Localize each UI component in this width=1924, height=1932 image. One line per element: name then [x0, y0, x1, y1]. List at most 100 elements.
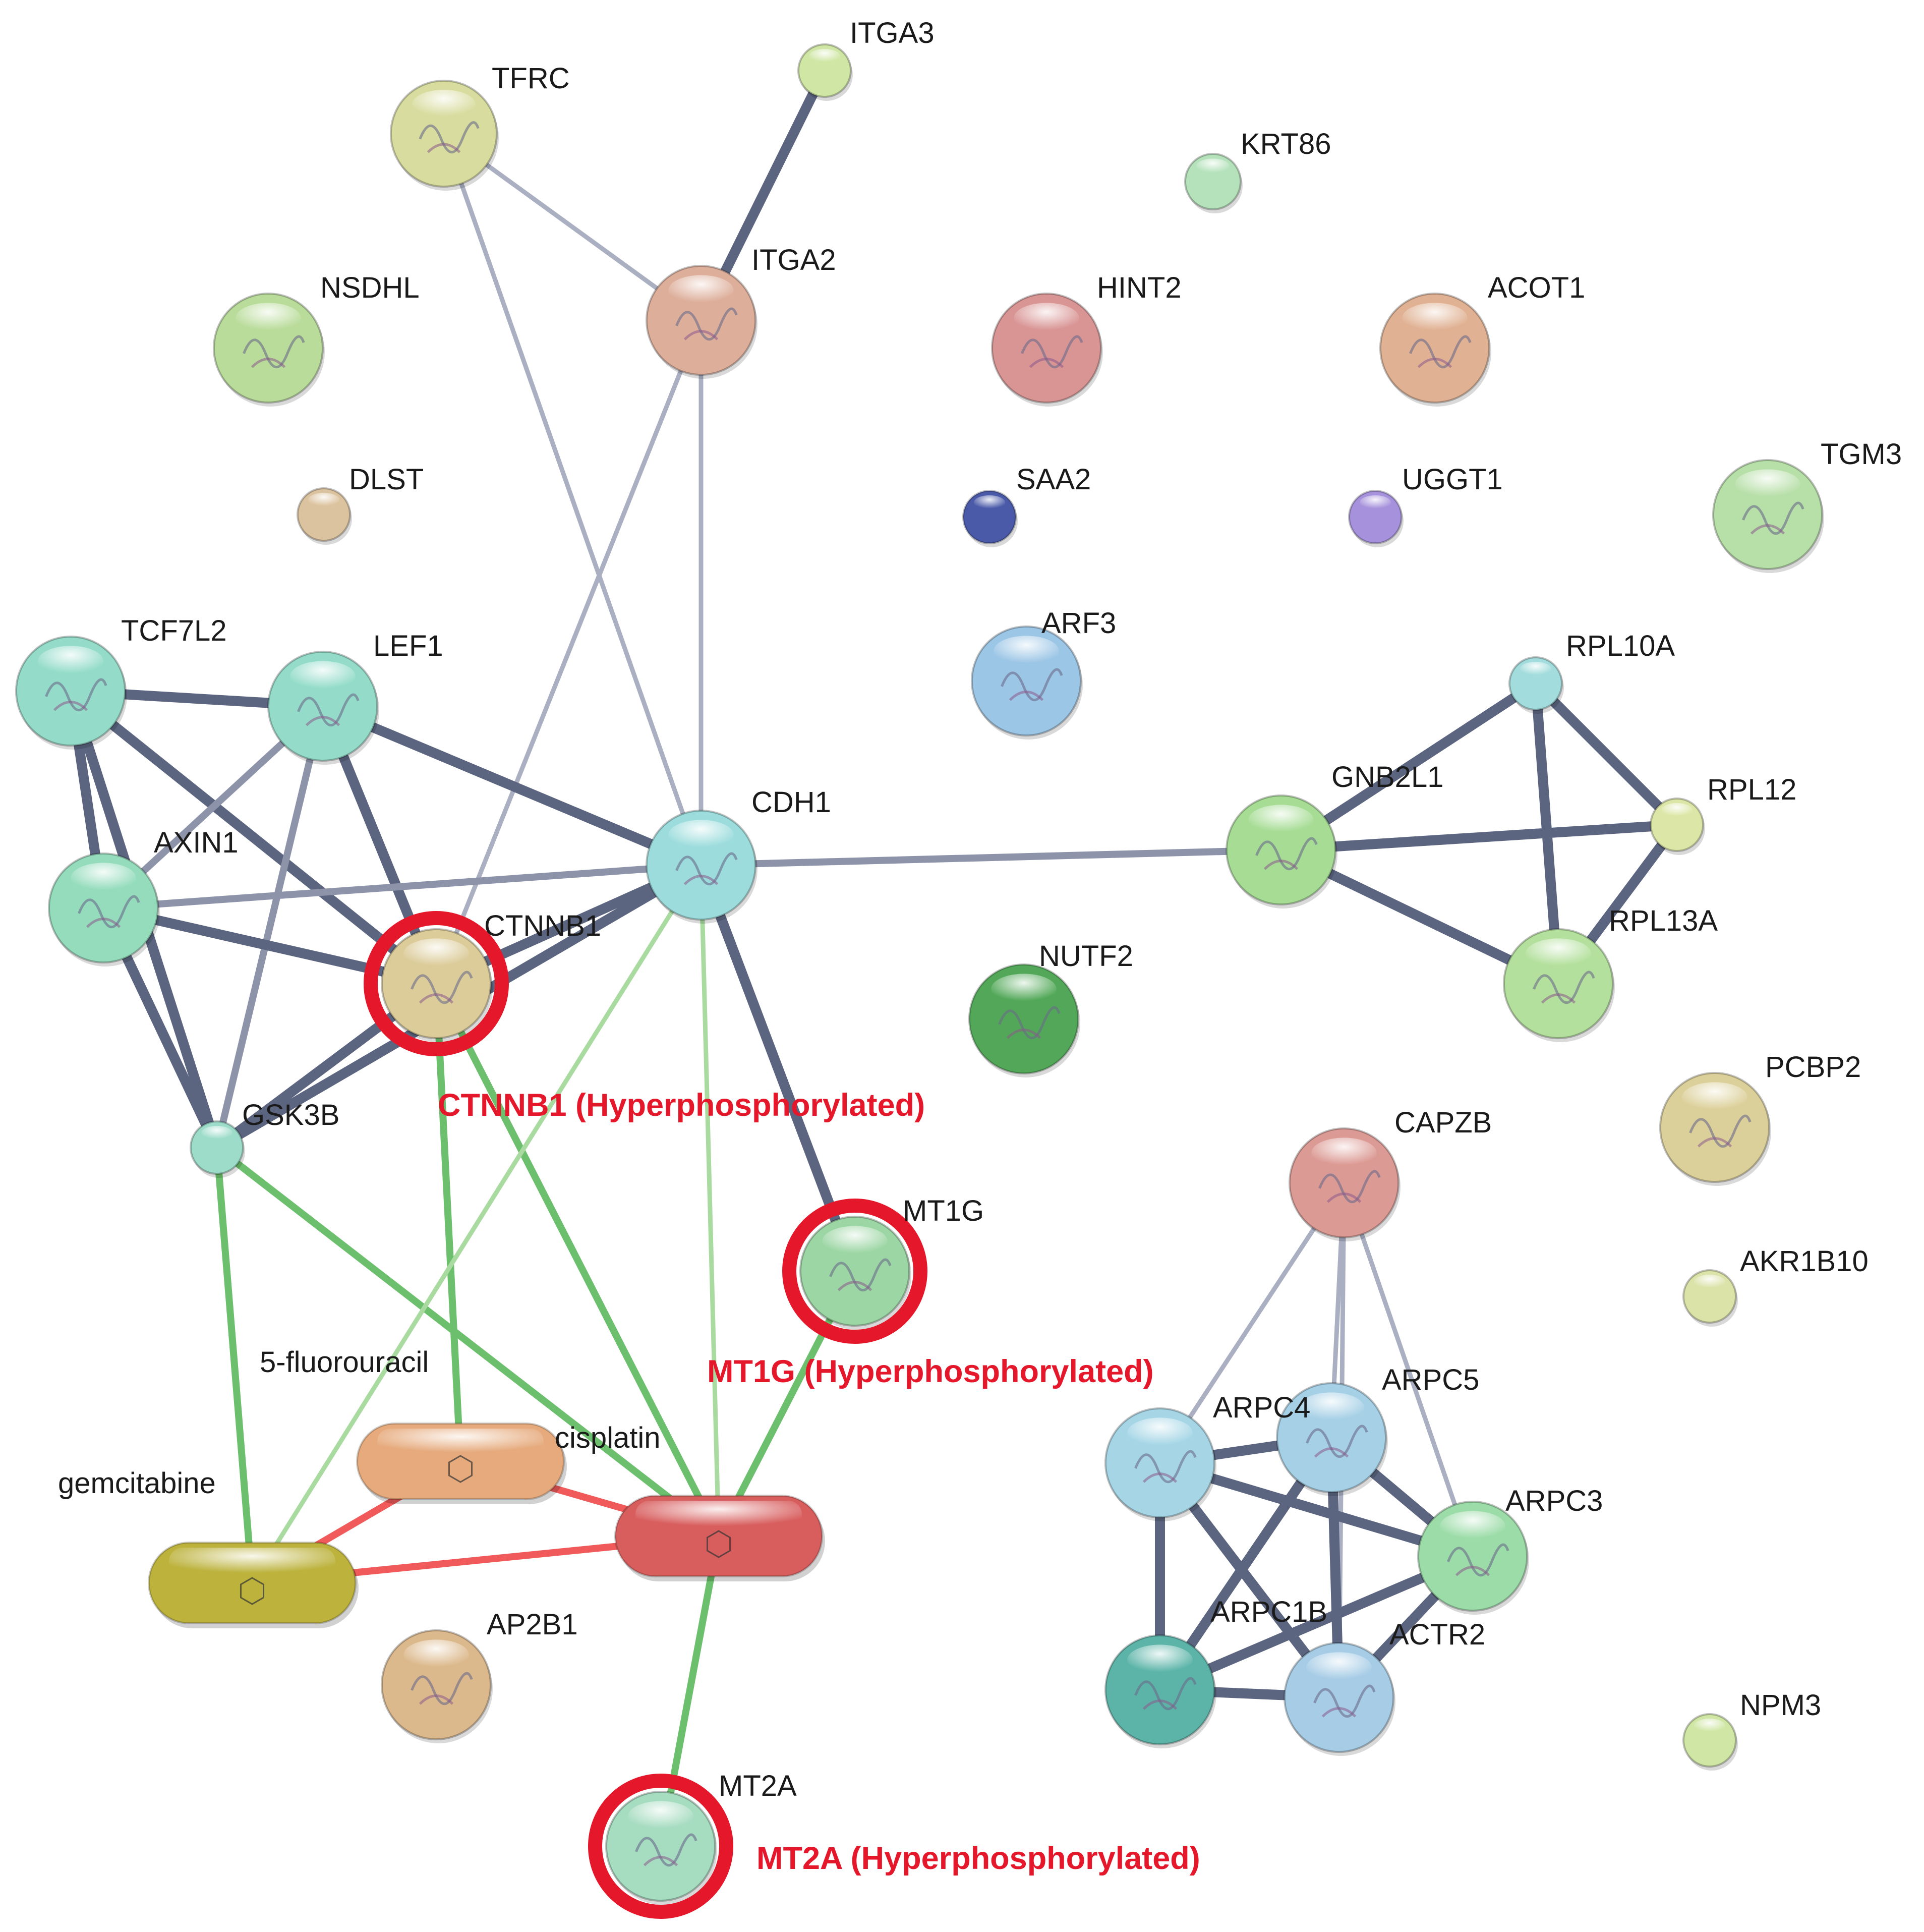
node-label-cisplatin: cisplatin: [555, 1422, 661, 1454]
node-tcf7l2[interactable]: [15, 636, 127, 750]
edge-gnb2l1-rpl12: [1276, 820, 1682, 855]
edge-cdh1-gnb2l1: [697, 846, 1285, 869]
node-label-nsdhl: NSDHL: [320, 271, 420, 304]
node-label-arpc4: ARPC4: [1213, 1391, 1310, 1424]
edge-cdh1-cisplatin: [698, 863, 721, 1539]
edge-axin1-cdh1: [100, 862, 705, 912]
structure-icon: [1742, 501, 1804, 535]
node-label-uggt1: UGGT1: [1402, 463, 1503, 496]
node-arpc3[interactable]: [1417, 1501, 1529, 1615]
edge-rpl10a-rpl12: [1531, 678, 1682, 830]
node-mt1g[interactable]: [782, 1199, 927, 1344]
node-nutf2[interactable]: [968, 963, 1080, 1077]
node-label-arpc5: ARPC5: [1382, 1363, 1479, 1396]
structure-icon: [1001, 668, 1063, 702]
edge-lef1-cdh1: [318, 701, 706, 870]
node-arpc5[interactable]: [1276, 1382, 1388, 1496]
node-hint2[interactable]: [991, 293, 1103, 407]
node-label-npm3: NPM3: [1740, 1689, 1821, 1722]
node-arpc4[interactable]: [1104, 1407, 1216, 1521]
structure-icon: [1306, 1425, 1368, 1458]
node-axin1[interactable]: [48, 853, 160, 967]
node-label-ap2b1: AP2B1: [487, 1608, 578, 1641]
structure-icon: [1134, 1677, 1197, 1711]
node-label-arpc1b: ARPC1B: [1210, 1596, 1327, 1628]
structure-icon: [1409, 335, 1472, 369]
mt1g-hyperphosphorylated-annotation: MT1G (Hyperphosphorylated): [707, 1354, 1154, 1389]
node-npm3[interactable]: [1682, 1713, 1738, 1771]
mt2a-hyperphosphorylated-annotation: MT2A (Hyperphosphorylated): [756, 1841, 1200, 1876]
structure-icon: [411, 971, 473, 1004]
node-label-tcf7l2: TCF7L2: [121, 614, 227, 647]
node-label-gemcitabine: gemcitabine: [58, 1467, 216, 1500]
annotations-layer: CTNNB1 (Hyperphosphorylated) MT1G (Hyper…: [438, 1088, 1200, 1876]
edge-ctnnb1-5-fluorouracil: [433, 980, 464, 1465]
node-uggt1[interactable]: [1348, 490, 1404, 547]
node-ctnnb1[interactable]: [364, 911, 509, 1056]
structure-icon: [243, 335, 305, 369]
node-cisplatin[interactable]: [614, 1495, 825, 1581]
node-capzb[interactable]: [1289, 1127, 1401, 1241]
node-acot1[interactable]: [1379, 293, 1491, 407]
structure-icon: [1313, 1684, 1376, 1718]
node-krt86[interactable]: [1184, 153, 1243, 213]
node-lef1[interactable]: [267, 651, 379, 765]
ctnnb1-hyperphosphorylated-annotation: CTNNB1 (Hyperphosphorylated): [438, 1088, 925, 1123]
node-pcbp2[interactable]: [1659, 1072, 1771, 1186]
node-actr2[interactable]: [1284, 1642, 1395, 1756]
nodes-layer: [15, 43, 1824, 1919]
edge-gsk3b-gemcitabine: [213, 1144, 256, 1586]
node-akr1b10[interactable]: [1682, 1269, 1738, 1327]
node-label-rpl12: RPL12: [1707, 773, 1796, 806]
node-gemcitabine[interactable]: [148, 1542, 359, 1628]
node-gnb2l1[interactable]: [1226, 794, 1337, 908]
node-arf3[interactable]: [971, 626, 1083, 740]
node-rpl13a[interactable]: [1503, 928, 1615, 1042]
node-dlst[interactable]: [297, 487, 352, 545]
node-label-mt1g: MT1G: [903, 1195, 984, 1227]
node-label-nutf2: NUTF2: [1039, 940, 1133, 973]
node-label-rpl13a: RPL13A: [1609, 904, 1718, 937]
node-5-fluorouracil[interactable]: [356, 1423, 567, 1504]
edge-capzb-arpc3: [1342, 1180, 1475, 1559]
edge-gsk3b-cisplatin: [213, 1144, 722, 1540]
node-gsk3b[interactable]: [190, 1120, 245, 1178]
edge-itga2-ctnnb1: [434, 318, 704, 986]
edge-cdh1-gemcitabine: [250, 863, 704, 1585]
node-tfrc[interactable]: [390, 80, 499, 191]
node-label-gnb2l1: GNB2L1: [1331, 761, 1443, 793]
node-cdh1[interactable]: [646, 810, 757, 924]
edge-tcf7l2-ctnnb1: [66, 686, 441, 989]
node-tgm3[interactable]: [1712, 459, 1824, 573]
structure-icon: [635, 1833, 697, 1867]
node-itga2[interactable]: [646, 265, 757, 379]
structure-icon: [45, 678, 107, 712]
node-nsdhl[interactable]: [213, 293, 325, 407]
node-label-capzb: CAPZB: [1394, 1106, 1492, 1139]
structure-icon: [297, 693, 360, 727]
node-label-rpl10a: RPL10A: [1566, 630, 1675, 662]
node-label-cdh1: CDH1: [751, 786, 831, 819]
edge-ctnnb1-cisplatin: [433, 980, 722, 1540]
node-label-tfrc: TFRC: [492, 62, 570, 95]
structure-icon: [1255, 837, 1318, 871]
node-itga3[interactable]: [797, 43, 853, 101]
node-label-gsk3b: GSK3B: [242, 1099, 339, 1131]
highlight-ring: [364, 911, 509, 1056]
node-label-acot1: ACOT1: [1488, 271, 1585, 304]
node-saa2[interactable]: [962, 490, 1018, 547]
edge-arpc3-arpc1b: [1155, 1551, 1478, 1695]
node-label-krt86: KRT86: [1241, 128, 1331, 160]
node-label-itga3: ITGA3: [850, 17, 935, 49]
node-label-arpc3: ARPC3: [1505, 1485, 1603, 1517]
node-label-mt2a: MT2A: [719, 1770, 797, 1802]
structure-icon: [675, 307, 738, 341]
node-ap2b1[interactable]: [381, 1629, 493, 1743]
node-rpl10a[interactable]: [1508, 656, 1564, 714]
node-rpl12[interactable]: [1650, 798, 1705, 855]
edge-tfrc-cdh1: [441, 131, 704, 868]
node-mt2a[interactable]: [588, 1774, 733, 1919]
node-arpc1b[interactable]: [1104, 1634, 1216, 1748]
node-label-itga2: ITGA2: [751, 244, 836, 276]
